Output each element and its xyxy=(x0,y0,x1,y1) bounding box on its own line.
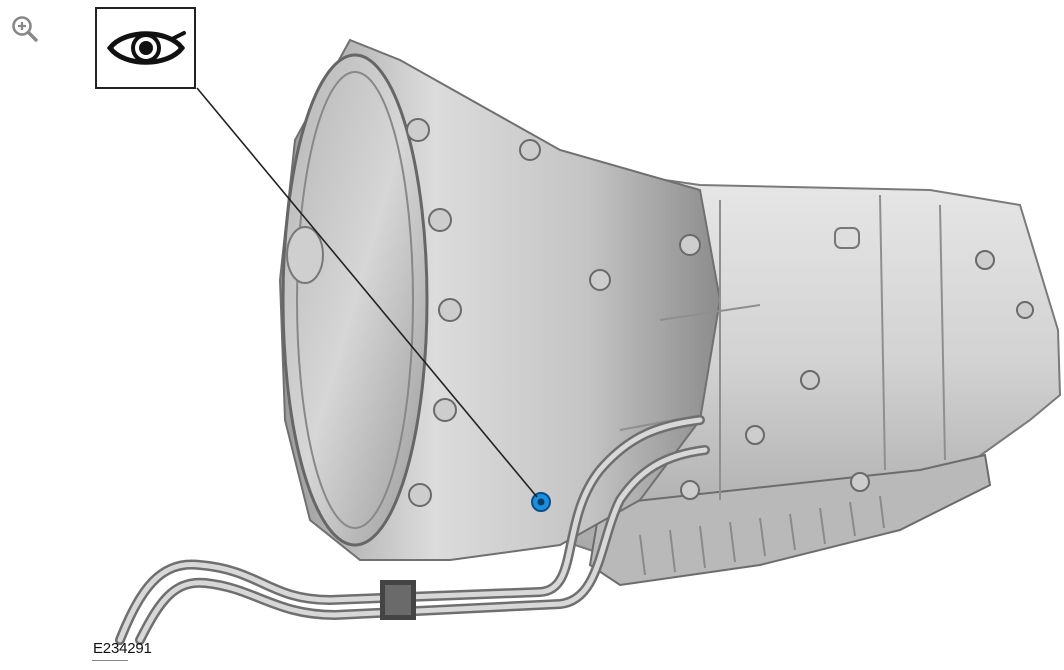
zoom-in-button[interactable] xyxy=(6,10,44,48)
callout-leader-line xyxy=(196,87,538,498)
callout-eye-box xyxy=(95,7,196,89)
zoom-in-icon xyxy=(12,16,38,42)
bell-housing-opening xyxy=(281,53,429,547)
figure-id-label: E234291 xyxy=(93,640,152,657)
figure-id-underline xyxy=(92,660,128,661)
eye-icon xyxy=(106,31,186,65)
